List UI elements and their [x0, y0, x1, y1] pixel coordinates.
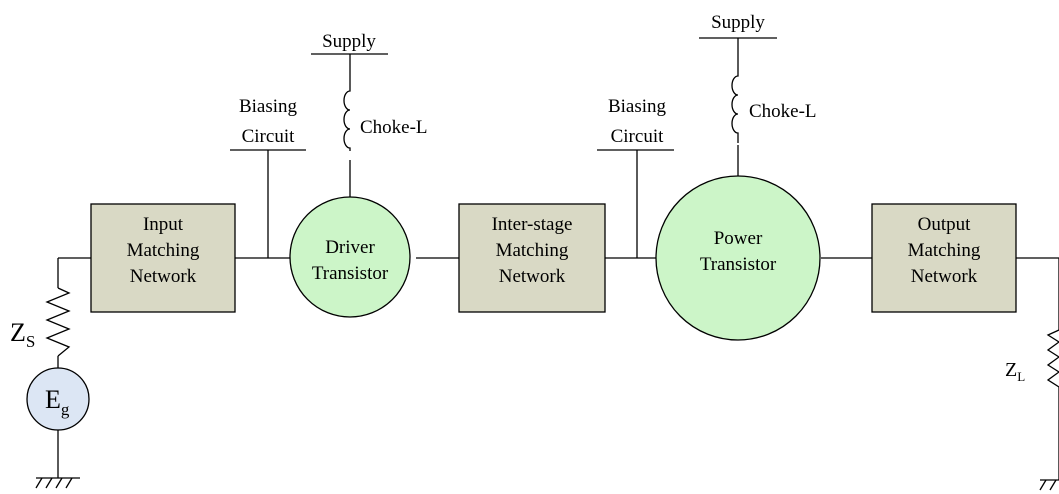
source-label: Eg	[45, 385, 70, 419]
zs-label: ZS	[10, 318, 35, 351]
driver-label-line2: Transistor	[312, 263, 389, 284]
zs-resistor	[45, 287, 71, 357]
input-block-line1: Input	[143, 214, 184, 235]
driver-transistor: Driver Transistor	[289, 196, 411, 318]
interstage-block-line2: Matching	[496, 240, 569, 261]
interstage-block-line1: Inter-stage	[492, 214, 573, 235]
input-block-line2: Matching	[127, 240, 200, 261]
choke2-label: Choke-L	[749, 101, 817, 122]
output-matching-network: Output Matching Network	[871, 203, 1017, 313]
ground-source	[35, 477, 80, 489]
interstage-block-line3: Network	[499, 266, 566, 287]
bias1-label-line1: Biasing	[239, 96, 298, 117]
input-block-line3: Network	[130, 266, 197, 287]
bias2-label-line1: Biasing	[608, 96, 667, 117]
wiring	[57, 37, 1059, 480]
driver-label-line1: Driver	[325, 237, 375, 258]
source-eg: Eg	[26, 367, 90, 431]
supply2-label: Supply	[711, 12, 765, 33]
ground-load	[1039, 479, 1059, 491]
input-matching-network: Input Matching Network	[90, 203, 236, 313]
output-block-line1: Output	[918, 214, 972, 235]
power-label-line2: Transistor	[700, 254, 777, 275]
output-block-line3: Network	[911, 266, 978, 287]
bias2-label-line2: Circuit	[611, 126, 664, 147]
choke1-label: Choke-L	[360, 117, 428, 138]
bias1-label-line2: Circuit	[242, 126, 295, 147]
zl-label: ZL	[1005, 359, 1025, 384]
supply1-label: Supply	[322, 31, 376, 52]
output-block-line2: Matching	[908, 240, 981, 261]
power-choke-inductor	[731, 68, 739, 143]
power-transistor: Power Transistor	[655, 175, 821, 341]
driver-choke-inductor	[343, 83, 351, 151]
interstage-matching-network: Inter-stage Matching Network	[458, 203, 606, 313]
zl-resistor	[1046, 329, 1059, 395]
power-label-line1: Power	[714, 228, 763, 249]
